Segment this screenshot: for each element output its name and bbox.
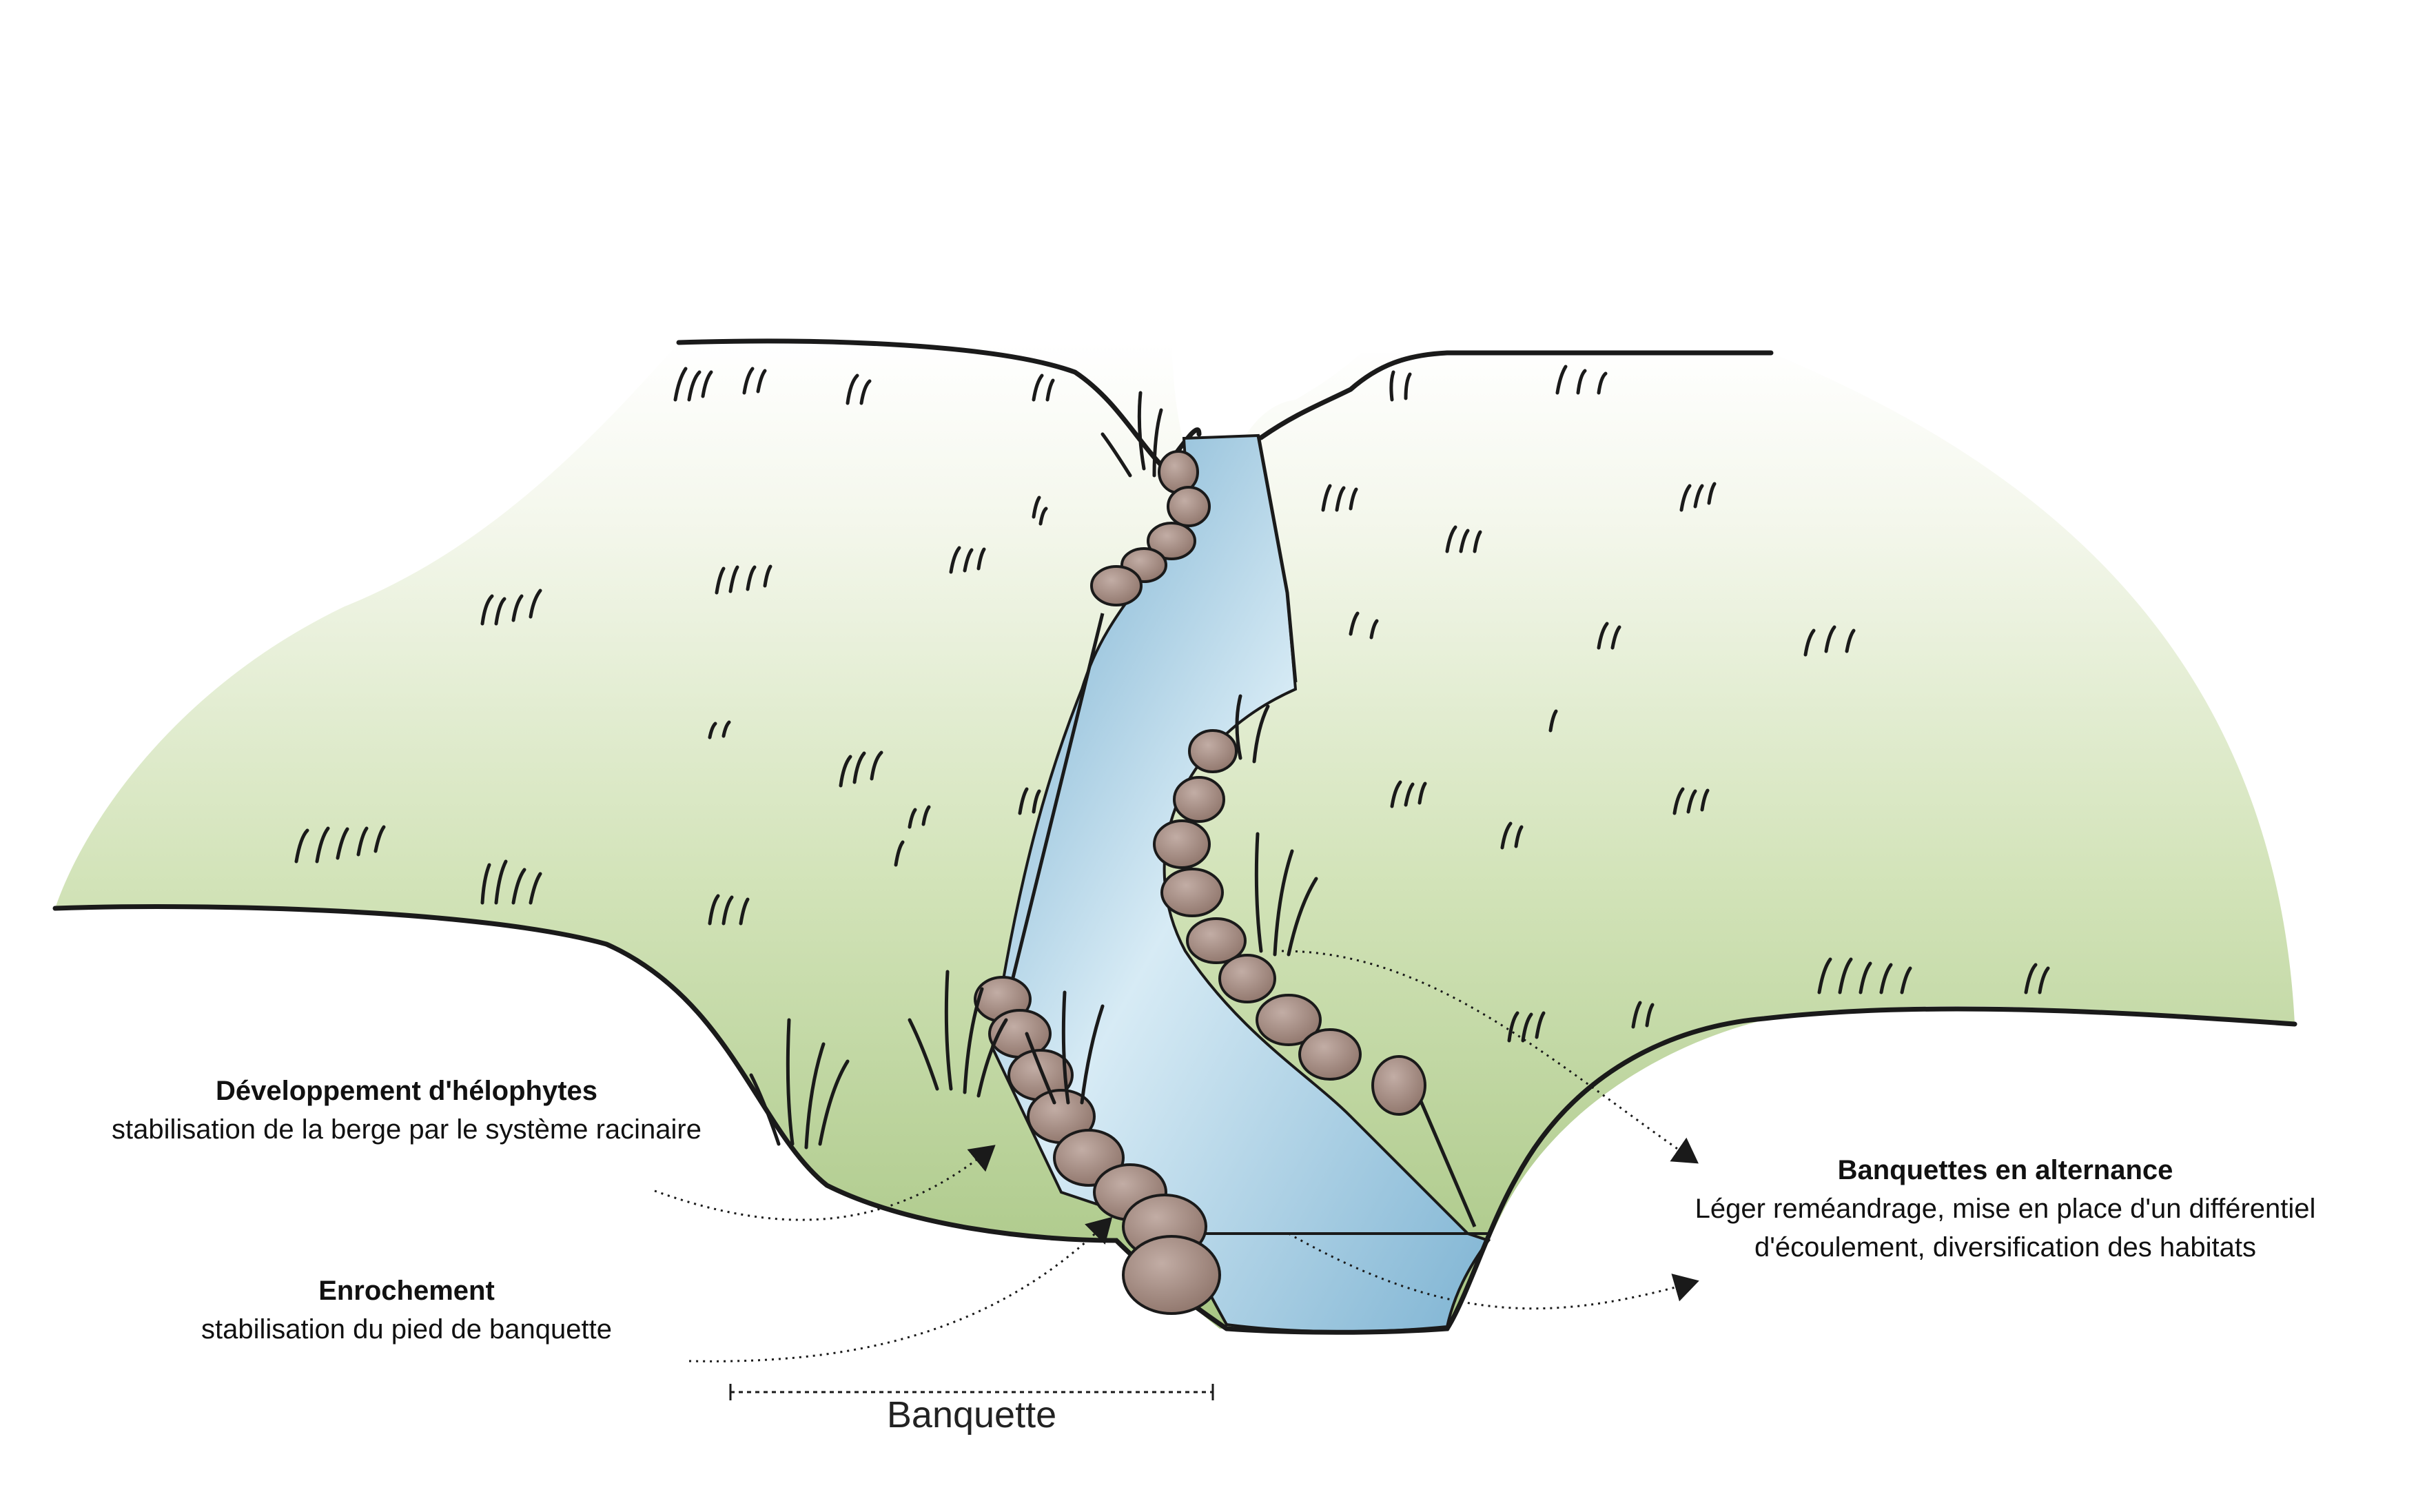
rocks-lower	[974, 976, 1221, 1315]
label-banquettes-alternance-title: Banquettes en alternance	[1837, 1155, 2173, 1185]
bank-outline	[52, 904, 2297, 1335]
label-helophytes-title: Développement d'hélophytes	[215, 1076, 598, 1106]
water-right-lower-edge	[1411, 1081, 1477, 1227]
arrow-banquettes-upper	[1281, 950, 1699, 1164]
rocks-upper	[1090, 450, 1211, 606]
label-helophytes: Développement d'hélophytes stabilisation…	[96, 1072, 717, 1149]
label-enrochement-title: Enrochement	[318, 1276, 495, 1306]
grass-tufts	[294, 365, 2050, 1043]
scale-bar	[729, 1384, 1214, 1400]
label-enrochement: Enrochement stabilisation du pied de ban…	[124, 1271, 689, 1349]
rocks-middle	[1153, 729, 1426, 1116]
top-ground-line-right	[1258, 350, 1774, 440]
helophyte-reeds	[749, 391, 1318, 1150]
arrow-enrochement	[688, 1216, 1113, 1362]
water-right-edge	[1256, 435, 1298, 683]
scale-bar-label: Banquette	[886, 1394, 1057, 1436]
leader-arrows	[654, 950, 1699, 1362]
label-banquettes-alternance: Banquettes en alternance Léger reméandra…	[1647, 1151, 2364, 1267]
water-left-edge	[997, 613, 1105, 1034]
label-helophytes-description: stabilisation de la berge par le système…	[112, 1114, 702, 1145]
arrow-helophytes	[654, 1145, 996, 1221]
label-enrochement-description: stabilisation du pied de banquette	[201, 1314, 612, 1345]
label-banquettes-alternance-description: Léger reméandrage, mise en place d'un di…	[1695, 1194, 2316, 1263]
